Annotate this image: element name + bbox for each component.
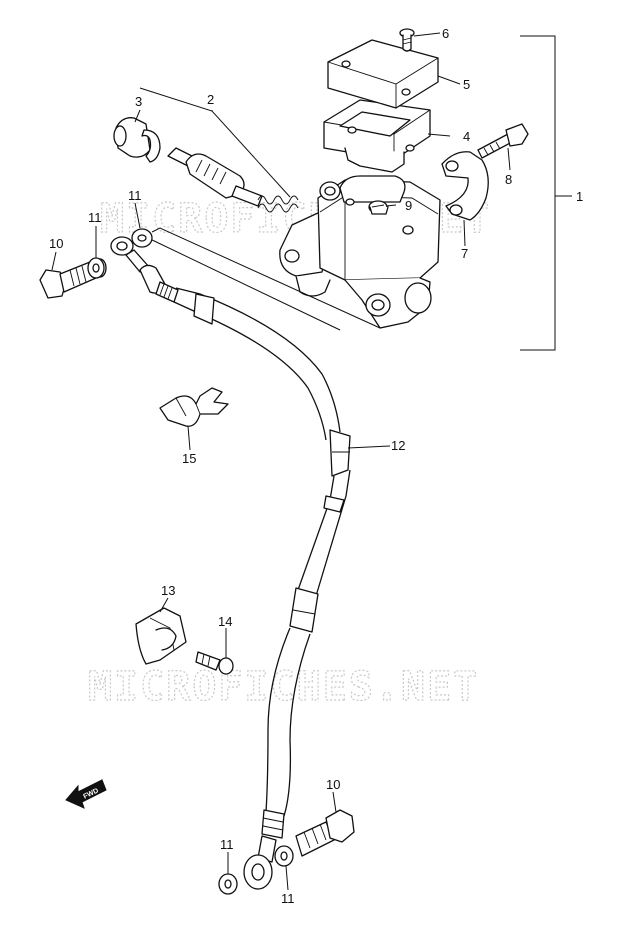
- callout-11-c: 11: [220, 837, 234, 852]
- washer-11-c: [218, 873, 238, 895]
- callout-5: 5: [463, 77, 470, 92]
- guide-bolt-14: [195, 651, 234, 675]
- washer-11-b: [131, 228, 153, 248]
- exploded-guide: [151, 227, 381, 329]
- callout-4: 4: [463, 129, 470, 144]
- callout-10-bottom: 10: [326, 777, 340, 792]
- washer-11-d: [274, 845, 294, 867]
- reservoir-cap-5: [327, 39, 439, 109]
- clamp-bolt-8: [477, 123, 529, 159]
- hose-clamp-15: [159, 387, 229, 427]
- callout-11-a: 11: [88, 210, 102, 225]
- callout-15: 15: [182, 451, 196, 466]
- callout-labels: 1 2 3 4 5 6 7 8 9 10 10 11 11 11 11 12 1…: [49, 26, 583, 906]
- callout-12: 12: [391, 438, 405, 453]
- hose-guide-13: [135, 607, 187, 665]
- watermark-bottom: MICROFICHES.NET: [88, 664, 479, 710]
- leader-lines: [51, 32, 511, 891]
- screw-9: [368, 200, 389, 215]
- callout-6: 6: [442, 26, 449, 41]
- cap-screw-6: [399, 28, 415, 52]
- dust-boot-3: [113, 117, 161, 163]
- master-cylinder-body: [279, 175, 441, 329]
- callout-7: 7: [461, 246, 468, 261]
- piston-set-2: [167, 147, 299, 213]
- diaphragm-plate-4: [323, 99, 431, 173]
- callout-3: 3: [135, 94, 142, 109]
- brake-hose-12: [110, 236, 351, 890]
- callout-2: 2: [207, 92, 214, 107]
- callout-11-b: 11: [128, 188, 142, 203]
- callout-9: 9: [405, 198, 412, 213]
- union-bolt-10-bottom: [295, 809, 355, 857]
- callout-10-top: 10: [49, 236, 63, 251]
- clamp-holder-7: [441, 151, 489, 221]
- callout-14: 14: [218, 614, 232, 629]
- callout-1: 1: [576, 189, 583, 204]
- forward-arrow-icon: FWD: [65, 779, 107, 809]
- bracket-1: [520, 35, 556, 351]
- callout-8: 8: [505, 172, 512, 187]
- washer-11-a: [87, 257, 105, 279]
- callout-13: 13: [161, 583, 175, 598]
- callout-11-d: 11: [281, 891, 295, 906]
